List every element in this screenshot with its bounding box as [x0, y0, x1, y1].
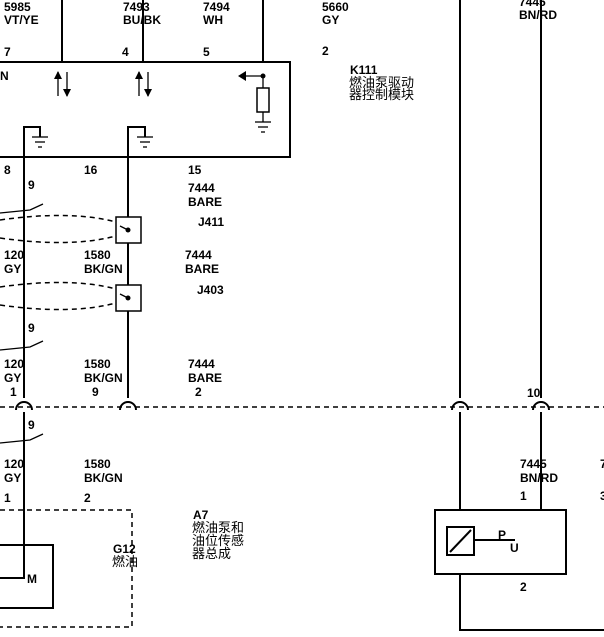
a7-assembly-box [0, 509, 133, 628]
j403-wire-num: 7444 [185, 248, 212, 262]
wire-ground-bottom [459, 574, 604, 631]
wire-color-5985: VT/YE [4, 13, 39, 27]
j403-wire-color: BARE [185, 262, 219, 276]
conn-pin-1: 1 [10, 385, 17, 399]
g12-pump-box [0, 544, 54, 609]
lower-pin-1-right: 1 [520, 489, 527, 503]
pin-16: 16 [84, 163, 98, 177]
lower-color-120: GY [4, 471, 21, 485]
edge-fragment-n: N [0, 69, 9, 83]
shield-dashed [0, 214, 117, 223]
pin-15: 15 [188, 163, 202, 177]
g12-code: G12 [113, 542, 136, 556]
a7-name-line1: 燃油泵和 [192, 520, 244, 536]
conn-color-120: GY [4, 371, 21, 385]
bidirectional-arrow-icon [135, 71, 152, 97]
u-label: U [510, 541, 519, 555]
wire-num-5660: 5660 [322, 0, 349, 14]
lower-pin-1: 1 [4, 491, 11, 505]
pin-7: 7 [4, 45, 11, 59]
pin-4: 4 [122, 45, 129, 59]
pin-8: 8 [4, 163, 11, 177]
resistor-input-icon [238, 71, 270, 122]
pin-2: 2 [322, 44, 329, 58]
sensor-element-icon [446, 526, 475, 556]
connector-arc [119, 401, 137, 411]
j411-id: J411 [198, 215, 224, 229]
conn-pin-2: 2 [195, 385, 202, 399]
pin-5: 5 [203, 45, 210, 59]
wire-num-7494: 7494 [203, 0, 230, 14]
motor-label: M [27, 572, 37, 586]
k111-code: K111 [350, 63, 378, 77]
wire-num-7493: 7493 [123, 0, 150, 14]
splice-left-pin-9: 9 [28, 178, 35, 192]
wire-color-1580-mid: BK/GN [84, 262, 123, 276]
conn-color-7444: BARE [188, 371, 222, 385]
g12-name: 燃油 [112, 554, 138, 570]
wire-num-1580-mid: 1580 [84, 248, 111, 262]
ground-icon [255, 121, 271, 133]
wire-color-7445-top: BN/RD [519, 8, 557, 22]
lower-num-120: 120 [4, 457, 24, 471]
wire-color-120-mid: GY [4, 262, 21, 276]
wire-motor-internal [0, 545, 25, 579]
conn-num-120: 120 [4, 357, 24, 371]
lower-num-1580: 1580 [84, 457, 111, 471]
wire-color-7493: BU/BK [123, 13, 161, 27]
a7-name-line3: 器总成 [192, 547, 231, 562]
wire-120-internal [23, 126, 41, 398]
shield-dashed [0, 302, 117, 311]
edge-fragment-7: 7 [600, 457, 604, 471]
lower-color-1580: BK/GN [84, 471, 123, 485]
j411-wire-color: BARE [188, 195, 222, 209]
wire-color-5660: GY [322, 13, 339, 27]
shield-line [0, 433, 44, 444]
lower-pin-2: 2 [84, 491, 91, 505]
a7-code: A7 [193, 508, 209, 522]
ground-icon [137, 136, 153, 148]
conn-color-1580: BK/GN [84, 371, 123, 385]
shield-line [0, 203, 44, 214]
wire-1580-internal [127, 126, 146, 398]
wire-num-5985: 5985 [4, 0, 31, 14]
a7-name-line2: 油位传感 [192, 533, 244, 549]
conn-pin-10: 10 [527, 386, 541, 400]
edge-fragment-3: 3 [600, 489, 604, 503]
j403-id: J403 [197, 283, 224, 297]
wire-num-120-mid: 120 [4, 248, 24, 262]
shield-line [0, 340, 44, 351]
k111-module-box [0, 61, 291, 158]
shield-dashed [0, 235, 117, 244]
connector-arc [532, 401, 550, 411]
lower-color-7445: BN/RD [520, 471, 558, 485]
connector-arc [451, 401, 469, 411]
conn-num-7444: 7444 [188, 357, 215, 371]
lower-num-7445: 7445 [520, 457, 547, 471]
bidirectional-arrow-icon [54, 71, 71, 97]
shield-dashed [0, 281, 117, 290]
j403-splice [115, 284, 142, 312]
row-pin-9: 9 [28, 321, 35, 335]
ground-icon [32, 136, 48, 148]
j411-wire-num: 7444 [188, 181, 215, 195]
k111-name-line1: 燃油泵驱动 [349, 75, 414, 91]
below-pin-9: 9 [28, 418, 35, 432]
connector-arc [15, 401, 33, 411]
wire-color-7494: WH [203, 13, 223, 27]
conn-num-1580: 1580 [84, 357, 111, 371]
j411-splice [115, 216, 142, 244]
conn-pin-9: 9 [92, 385, 99, 399]
pu-pin-2: 2 [520, 580, 527, 594]
wire-num-7445-top: 7445 [519, 0, 546, 9]
k111-name-line2: 器控制模块 [349, 88, 414, 103]
p-label: P [498, 528, 506, 542]
